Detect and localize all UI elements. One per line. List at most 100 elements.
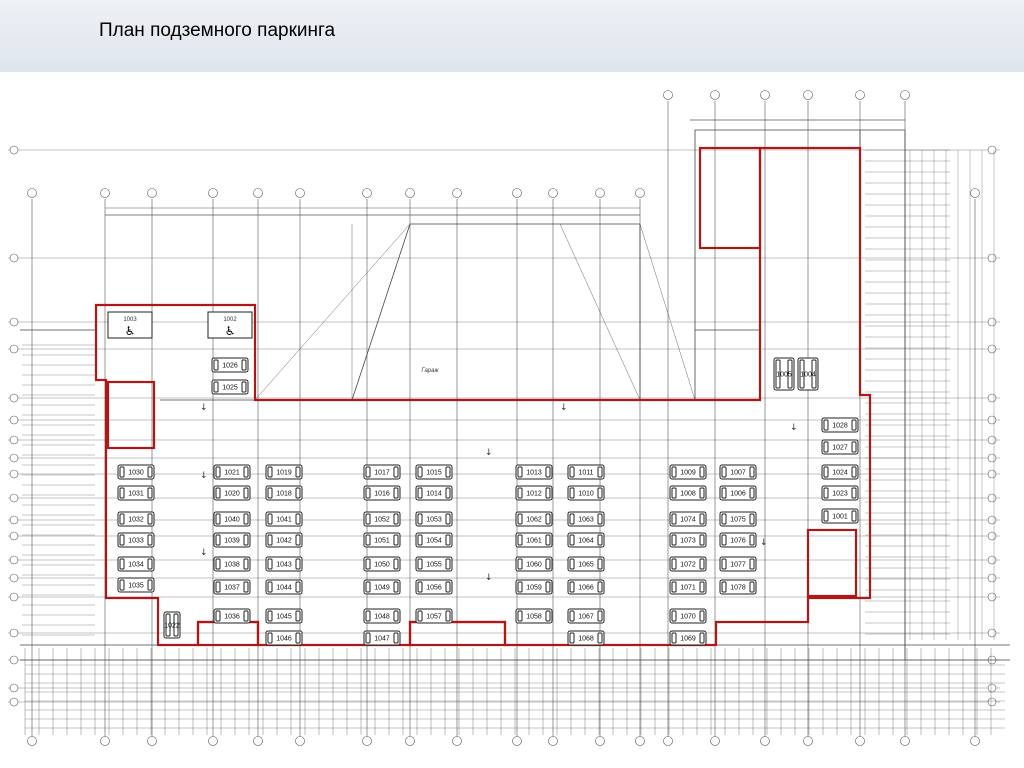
parking-spot: 1017 (363, 464, 401, 480)
parking-spot-number: 1068 (578, 636, 594, 643)
parking-spot-number: 1016 (374, 491, 390, 498)
axis-bubble (987, 435, 997, 445)
stair-core-right (806, 528, 858, 598)
parking-spot-number: 1042 (276, 538, 292, 545)
parking-spot: 1071 (669, 579, 707, 595)
parking-spot-number: 1035 (128, 583, 144, 590)
parking-spot-number: 1004 (800, 372, 816, 379)
axis-bubble (9, 655, 19, 665)
parking-spot-number: 1010 (578, 491, 594, 498)
axis-bubble (9, 555, 19, 565)
parking-spot-number: 1027 (832, 445, 848, 452)
accessible-parking-spot: 1003♿ (107, 311, 153, 339)
parking-spot-number: 1026 (222, 363, 238, 370)
parking-spot: 1033 (117, 532, 155, 548)
direction-arrow-icon: ↓ (200, 471, 208, 481)
parking-spot: 1058 (515, 608, 553, 624)
axis-bubble (710, 736, 720, 746)
parking-spot: 1054 (415, 532, 453, 548)
axis-bubble (987, 344, 997, 354)
parking-spot: 1040 (213, 511, 251, 527)
axis-bubble (760, 736, 770, 746)
axis-bubble (548, 188, 558, 198)
direction-arrow-icon: ↓ (790, 423, 798, 433)
wheelchair-icon: ♿ (225, 324, 236, 338)
axis-bubble (803, 90, 813, 100)
axis-bubble (987, 145, 997, 155)
parking-spot: 1038 (213, 556, 251, 572)
parking-spot-number: 1011 (578, 470, 593, 477)
parking-spot: 1030 (117, 464, 155, 480)
parking-spot: 1052 (363, 511, 401, 527)
parking-boundary (94, 146, 872, 647)
axis-bubble (635, 188, 645, 198)
parking-spot: 1063 (567, 511, 605, 527)
parking-spot: 1046 (265, 630, 303, 646)
parking-spot: 1013 (515, 464, 553, 480)
parking-spot: 1050 (363, 556, 401, 572)
parking-spot: 1053 (415, 511, 453, 527)
axis-bubble (987, 592, 997, 602)
parking-spot-number: 1033 (128, 538, 144, 545)
parking-spot-number: 1007 (730, 470, 746, 477)
axis-bubble (760, 90, 770, 100)
parking-spot: 1051 (363, 532, 401, 548)
axis-bubble (9, 253, 19, 263)
parking-spot-number: 1044 (276, 585, 292, 592)
parking-spot-number: 1067 (578, 614, 594, 621)
parking-spot: 1042 (265, 532, 303, 548)
axis-bubble (970, 736, 980, 746)
axis-bubble (987, 697, 997, 707)
parking-spot: 1037 (213, 579, 251, 595)
axis-bubble (987, 531, 997, 541)
parking-spot: 1057 (415, 608, 453, 624)
parking-spot: 1012 (515, 485, 553, 501)
parking-spot: 1048 (363, 608, 401, 624)
axis-bubble (208, 188, 218, 198)
parking-spot-number: 1037 (224, 585, 240, 592)
parking-spot: 1022 (163, 611, 181, 639)
axis-bubble (987, 515, 997, 525)
parking-spot: 1072 (669, 556, 707, 572)
axis-bubble (970, 188, 980, 198)
parking-spot-number: 1076 (730, 538, 746, 545)
parking-spot-number: 1064 (578, 538, 594, 545)
parking-spot-number: 1038 (224, 562, 240, 569)
parking-spot: 1045 (265, 608, 303, 624)
parking-spot-number: 1066 (578, 585, 594, 592)
wall-lines (20, 129, 1010, 735)
parking-spot-number: 1025 (222, 385, 238, 392)
axis-bubble (987, 555, 997, 565)
parking-spot-number: 1059 (526, 585, 542, 592)
axis-bubble (987, 317, 997, 327)
parking-spot: 1059 (515, 579, 553, 595)
accessible-parking-spot: 1002♿ (207, 311, 253, 339)
parking-spot-number: 1058 (526, 614, 542, 621)
parking-spot-number: 1031 (128, 491, 144, 498)
axis-bubble (900, 736, 910, 746)
parking-spot: 1069 (669, 630, 707, 646)
parking-spot: 1025 (211, 379, 249, 395)
parking-spot: 1076 (719, 532, 757, 548)
axis-bubble (9, 592, 19, 602)
axis-bubble (27, 188, 37, 198)
parking-spot-number: 1070 (680, 614, 696, 621)
parking-spot-number: 1052 (374, 517, 390, 524)
parking-area-outline (94, 146, 872, 647)
axis-bubble (253, 736, 263, 746)
parking-spot: 1008 (669, 485, 707, 501)
parking-spot-number: 1001 (832, 514, 848, 521)
parking-spot: 1024 (821, 464, 859, 480)
parking-spot: 1047 (363, 630, 401, 646)
direction-arrow-icon: ↓ (485, 573, 493, 583)
axis-bubble (987, 573, 997, 583)
axis-bubble (595, 188, 605, 198)
axis-bubble (855, 736, 865, 746)
parking-spot: 1035 (117, 577, 155, 593)
axis-bubble (9, 453, 19, 463)
parking-spot: 1056 (415, 579, 453, 595)
parking-spot: 1020 (213, 485, 251, 501)
service-room-a (196, 620, 260, 647)
parking-spot: 1001 (821, 508, 859, 524)
axis-bubble (9, 573, 19, 583)
